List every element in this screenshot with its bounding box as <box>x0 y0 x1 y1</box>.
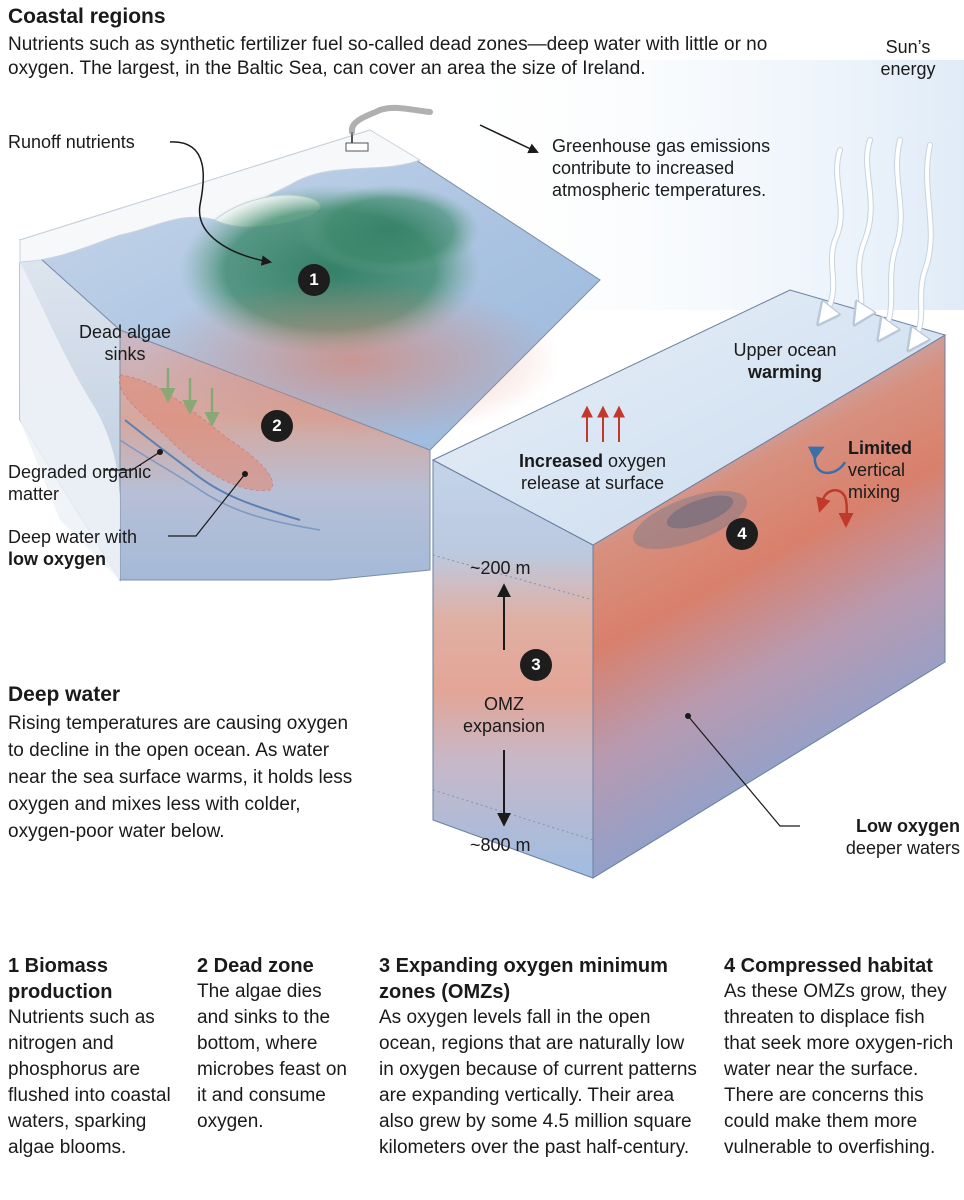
low-oxygen-bold: Low oxygen <box>855 816 960 836</box>
column-habitat-title: 4 Compressed habitat <box>724 955 933 977</box>
depth-800-label: ~800 m <box>470 835 531 855</box>
column-omz-title: 3 Expanding oxygen minimum zones (OMZs) <box>379 955 668 1003</box>
column-omz: 3 Expanding oxygen minimum zones (OMZs) … <box>379 953 699 1161</box>
deep-water-description: Rising temperatures are causing oxygen t… <box>8 713 353 842</box>
column-dead-zone: 2 Dead zone The algae dies and sinks to … <box>197 953 357 1135</box>
column-biomass-text: Nutrients such as nitrogen and phosphoru… <box>8 1007 171 1158</box>
marker-2: 2 <box>261 410 293 442</box>
runoff-leader <box>169 141 273 266</box>
marker-1: 1 <box>298 264 330 296</box>
deep-low-prefix: Deep water with <box>8 527 138 547</box>
increased-bold: Increased <box>518 451 603 471</box>
deep-low-oxygen-label: Deep water with low oxygen <box>8 526 137 570</box>
greenhouse-label: Greenhouse gas emissions contribute to i… <box>552 136 771 200</box>
mixing-arrow-red <box>821 489 854 528</box>
column-dead-zone-text: The algae dies and sinks to the bottom, … <box>197 981 347 1132</box>
column-biomass: 1 Biomass production Nutrients such as n… <box>8 953 173 1161</box>
column-dead-zone-title: 2 Dead zone <box>197 955 314 977</box>
coastal-title: Coastal regions <box>8 5 166 28</box>
deep-block <box>431 289 947 879</box>
release-text: release at surface <box>520 473 665 493</box>
vertical-mixing-text: vertical mixing <box>848 460 906 502</box>
upper-ocean-warming-label: Upper ocean warming <box>710 339 860 383</box>
warming-text: warming <box>747 362 822 382</box>
degraded-label: Degraded organic matter <box>8 462 152 504</box>
column-habitat: 4 Compressed habitat As these OMZs grow,… <box>724 953 960 1161</box>
omz-text: OMZ <box>484 694 524 714</box>
omz-expansion-label: OMZ expansion <box>448 693 560 737</box>
degraded-leader <box>104 451 161 471</box>
marker-3: 3 <box>520 649 552 681</box>
increased-rest: oxygen <box>603 451 667 471</box>
increased-oxygen-label: Increased oxygen release at surface <box>500 450 685 494</box>
sun-energy-label: Sun’s energy <box>880 37 936 79</box>
column-omz-text: As oxygen levels fall in the open ocean,… <box>379 1007 697 1158</box>
coastal-block <box>19 104 601 582</box>
column-biomass-title: 1 Biomass production <box>8 955 113 1003</box>
column-habitat-text: As these OMZs grow, they threaten to dis… <box>724 981 954 1158</box>
mixing-arrow-blue <box>807 446 847 475</box>
limited-mixing-label: Limited vertical mixing <box>848 437 928 503</box>
deep-water-title: Deep water <box>8 683 121 706</box>
marker-4: 4 <box>726 518 758 550</box>
deep-low-leader <box>168 473 246 537</box>
limited-text: Limited <box>848 438 913 458</box>
runoff-label: Runoff nutrients <box>8 132 135 152</box>
depth-200-label: ~200 m <box>470 558 531 578</box>
sun-rays <box>820 137 934 348</box>
greenhouse-leader <box>479 124 539 154</box>
coastal-description: Nutrients such as synthetic fertilizer f… <box>8 34 768 79</box>
sinking-algae-arrows <box>160 368 220 427</box>
dead-algae-label: Dead algae sinks <box>78 322 172 364</box>
expansion-text: expansion <box>462 716 546 736</box>
low-oxygen-deeper-label: Low oxygen deeper waters <box>810 815 960 859</box>
deep-low-bold: low oxygen <box>8 549 107 569</box>
upper-ocean-text: Upper ocean <box>733 340 837 360</box>
oxygen-release-arrows <box>581 405 625 442</box>
deeper-waters-text: deeper waters <box>845 838 960 858</box>
low-oxygen-leader <box>687 715 800 827</box>
